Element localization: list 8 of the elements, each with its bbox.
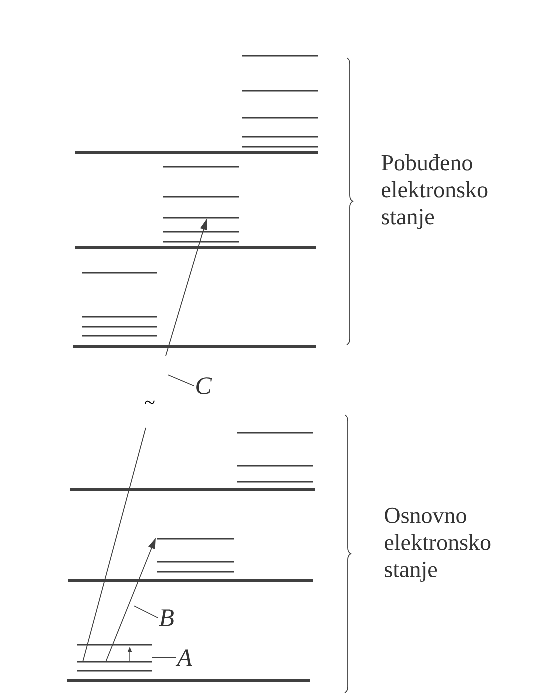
leader-line <box>168 374 194 386</box>
transition-letter: B <box>159 610 174 626</box>
state-label: Osnovno elektronsko stanje <box>385 508 491 582</box>
transition-letter: A <box>176 650 193 666</box>
leader-line <box>134 606 158 618</box>
state-label: Pobuđeno elektronsko stanje <box>382 154 488 230</box>
break-mark: ~ <box>145 400 155 404</box>
transition-letter: C <box>196 378 212 394</box>
